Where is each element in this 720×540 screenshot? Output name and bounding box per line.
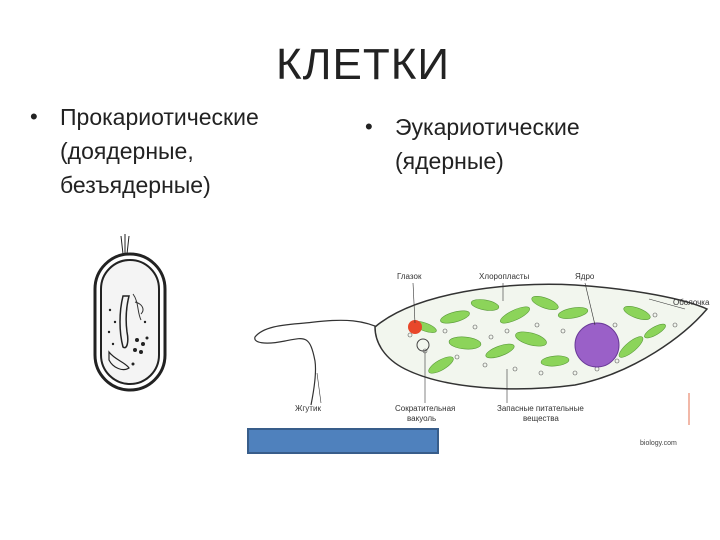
prokaryotic-sub1: (доядерные, [60, 138, 194, 164]
bullet-dot-icon: • [30, 104, 38, 129]
eyespot [408, 320, 422, 334]
label-reserve: Запасные питательные [497, 404, 584, 413]
euglena-illustration: Глазок Хлоропласты Ядро Оболочка Жгутик … [254, 272, 710, 425]
label-vacuole-2: вакуоль [407, 414, 436, 423]
bacterium-illustration [93, 234, 167, 392]
chloroplasts [413, 295, 666, 374]
label-membrane: Оболочка [673, 298, 710, 307]
eukaryotic-label: Эукариотические [395, 114, 580, 140]
reserve-granules [407, 312, 678, 376]
image-credit: biology.com [640, 440, 677, 447]
eukaryotic-bullet: • Эукариотические (ядерные) [365, 110, 580, 178]
flagellum [254, 319, 396, 406]
label-reserve-2: вещества [523, 414, 559, 423]
label-vacuole: Сократительная [395, 404, 455, 413]
label-flagellum: Жгутик [295, 404, 321, 413]
contractile-vacuole [416, 338, 430, 352]
prokaryotic-bullet: • Прокариотические (доядерные, безъядерн… [30, 100, 259, 202]
label-chloroplasts: Хлоропласты [479, 272, 530, 281]
blue-rectangle [247, 428, 439, 454]
prokaryotic-label: Прокариотические [60, 104, 259, 130]
prokaryotic-sub2: безъядерные) [60, 172, 211, 198]
label-nucleus: Ядро [575, 272, 595, 281]
label-eyespot: Глазок [397, 272, 422, 281]
bullet-dot-icon: • [365, 114, 373, 139]
nucleus [574, 322, 620, 368]
slide-title: КЛЕТКИ [276, 40, 450, 89]
eukaryotic-sub: (ядерные) [395, 148, 504, 174]
